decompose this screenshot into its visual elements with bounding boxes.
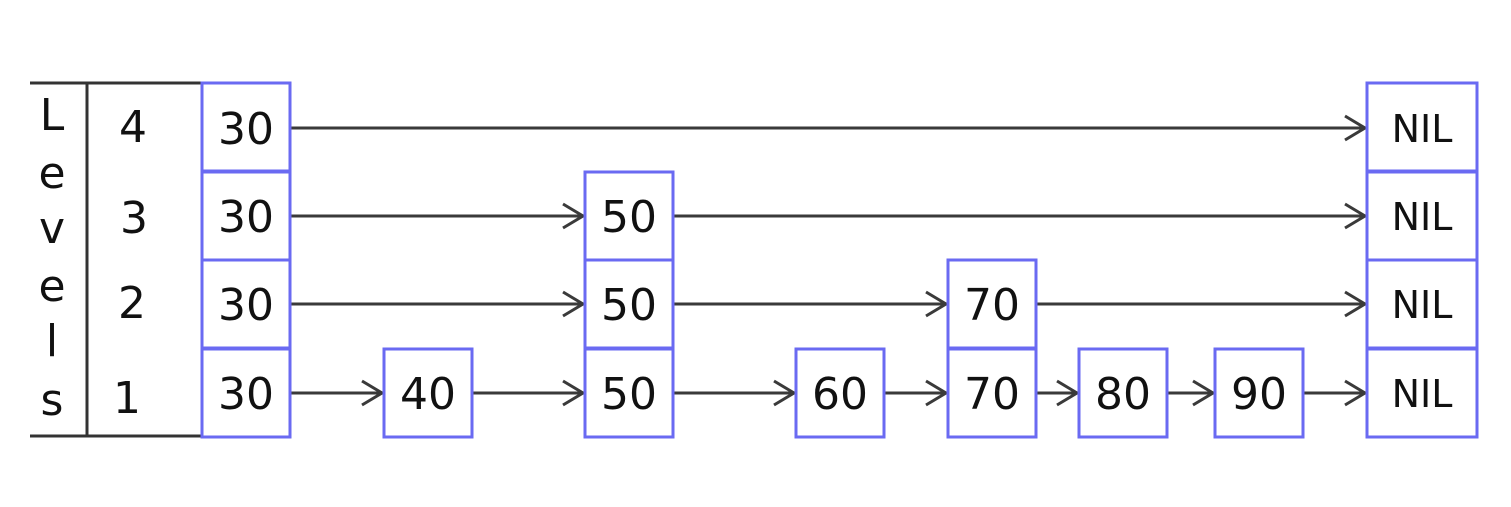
nil-node-level-2: NIL xyxy=(1365,258,1479,350)
nil-label: NIL xyxy=(1392,372,1453,416)
node-70-level-2: 70 xyxy=(946,258,1038,350)
level-number-1: 1 xyxy=(113,373,141,424)
level-number-column: 4 3 2 1 xyxy=(113,102,148,424)
node-box xyxy=(1213,347,1305,439)
node-box xyxy=(1077,347,1169,439)
nil-box xyxy=(1365,81,1479,173)
node-value: 70 xyxy=(964,280,1020,331)
arrow-level-2 xyxy=(290,290,586,318)
node-column-30: 30 30 30 30 xyxy=(200,81,292,439)
node-box xyxy=(382,347,474,439)
node-box xyxy=(946,258,1038,350)
levels-title-letter: e xyxy=(38,261,65,312)
node-50-level-2: 50 xyxy=(583,258,675,350)
node-value: 50 xyxy=(601,369,657,420)
node-value: 90 xyxy=(1231,369,1287,420)
arrow-level-4 xyxy=(290,114,1368,142)
node-80-level-1: 80 xyxy=(1077,347,1169,439)
arrow-level-1 xyxy=(1303,379,1368,407)
arrow-level-3 xyxy=(673,202,1368,230)
nil-label: NIL xyxy=(1392,195,1453,239)
node-value: 50 xyxy=(601,192,657,243)
arrow-level-3 xyxy=(290,202,586,230)
node-box xyxy=(794,347,886,439)
levels-title-letter: s xyxy=(41,375,64,426)
node-value: 80 xyxy=(1095,369,1151,420)
node-value: 30 xyxy=(218,104,274,155)
pointer-arrows xyxy=(290,114,1368,407)
levels-title-letter: l xyxy=(46,316,58,367)
node-box xyxy=(583,170,675,262)
node-value: 50 xyxy=(601,280,657,331)
node-50-level-1: 50 xyxy=(583,347,675,439)
arrow-level-1 xyxy=(290,379,385,407)
arrow-level-1 xyxy=(673,379,797,407)
arrow-level-2 xyxy=(673,290,949,318)
node-30-level-4: 30 xyxy=(200,81,292,173)
node-40-level-1: 40 xyxy=(382,347,474,439)
arrow-level-1 xyxy=(884,379,949,407)
node-50-level-3: 50 xyxy=(583,170,675,262)
levels-title-letter: v xyxy=(39,203,65,254)
levels-title-letter: e xyxy=(38,148,65,199)
nil-node-level-3: NIL xyxy=(1365,170,1479,262)
level-number-3: 3 xyxy=(120,193,148,244)
level-number-4: 4 xyxy=(119,102,147,153)
node-30-level-1: 30 xyxy=(200,347,292,439)
nil-label: NIL xyxy=(1392,107,1453,151)
node-column-70: 70 70 xyxy=(946,258,1038,439)
level-number-2: 2 xyxy=(118,278,146,329)
node-70-level-1: 70 xyxy=(946,347,1038,439)
node-column-90: 90 xyxy=(1213,347,1305,439)
nil-node-level-1: NIL xyxy=(1365,347,1479,439)
node-box xyxy=(200,258,292,350)
node-value: 70 xyxy=(964,369,1020,420)
node-30-level-2: 30 xyxy=(200,258,292,350)
arrow-level-1 xyxy=(472,379,586,407)
node-box xyxy=(200,170,292,262)
node-column-50: 50 50 50 xyxy=(583,170,675,439)
node-column-80: 80 xyxy=(1077,347,1169,439)
node-box xyxy=(200,81,292,173)
node-value: 30 xyxy=(218,369,274,420)
nil-terminator-column: NIL NIL NIL NIL xyxy=(1365,81,1479,439)
arrow-level-1 xyxy=(1167,379,1216,407)
node-30-level-3: 30 xyxy=(200,170,292,262)
node-column-60: 60 xyxy=(794,347,886,439)
node-box xyxy=(946,347,1038,439)
skip-list-nodes: 30 30 30 30 40 50 50 50 60 70 70 80 90 xyxy=(200,81,1305,439)
node-box xyxy=(200,347,292,439)
node-value: 60 xyxy=(812,369,868,420)
node-value: 30 xyxy=(218,192,274,243)
node-60-level-1: 60 xyxy=(794,347,886,439)
nil-box xyxy=(1365,170,1479,262)
nil-node-level-4: NIL xyxy=(1365,81,1479,173)
node-box xyxy=(583,347,675,439)
arrow-level-2 xyxy=(1036,290,1368,318)
node-value: 40 xyxy=(400,369,456,420)
node-column-40: 40 xyxy=(382,347,474,439)
node-value: 30 xyxy=(218,280,274,331)
nil-box xyxy=(1365,347,1479,439)
node-90-level-1: 90 xyxy=(1213,347,1305,439)
levels-title-letter: L xyxy=(40,90,65,141)
nil-label: NIL xyxy=(1392,283,1453,327)
arrow-level-1 xyxy=(1036,379,1080,407)
